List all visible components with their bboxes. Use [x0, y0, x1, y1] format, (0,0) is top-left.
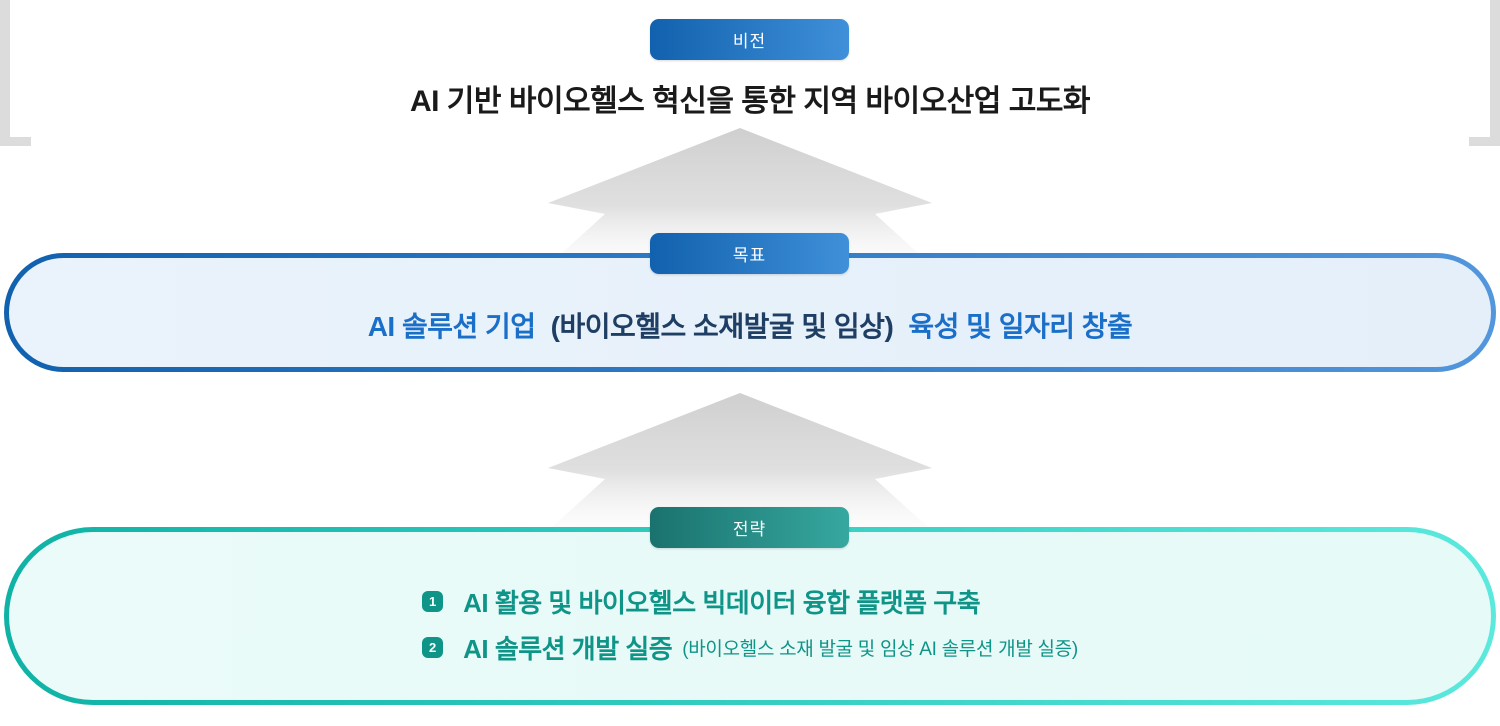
strategy-item-list: 1 AI 활용 및 바이오헬스 빅데이터 융합 플랫폼 구축 2 AI 솔루션 …	[422, 583, 1078, 666]
frame-bracket-left	[0, 0, 31, 146]
number-2-badge: 2	[422, 637, 444, 658]
strategy-item-2-text: AI 솔루션 개발 실증	[463, 634, 673, 664]
goal-text-paren: (바이오헬스 소재발굴 및 임상)	[550, 310, 894, 342]
strategy-item-1-text: AI 활용 및 바이오헬스 빅데이터 융합 플랫폼 구축	[463, 588, 981, 618]
number-1-badge: 1	[422, 591, 444, 612]
goal-badge: 목표	[650, 233, 849, 274]
goal-box-inner: AI 솔루션 기업 (바이오헬스 소재발굴 및 임상) 육성 및 일자리 창출	[9, 258, 1491, 367]
goal-text-tail: 육성 및 일자리 창출	[908, 310, 1133, 342]
strategy-item-2-note: (바이오헬스 소재 발굴 및 임상 AI 솔루션 개발 실증)	[682, 639, 1078, 660]
strategy-item-1: 1 AI 활용 및 바이오헬스 빅데이터 융합 플랫폼 구축	[422, 583, 1078, 620]
goal-text: AI 솔루션 기업 (바이오헬스 소재발굴 및 임상) 육성 및 일자리 창출	[368, 305, 1133, 345]
frame-bracket-right	[1469, 0, 1500, 146]
vision-title: AI 기반 바이오헬스 혁신을 통한 지역 바이오산업 고도화	[409, 85, 1091, 118]
strategy-item-2: 2 AI 솔루션 개발 실증 (바이오헬스 소재 발굴 및 임상 AI 솔루션 …	[422, 629, 1078, 666]
strategy-box: 1 AI 활용 및 바이오헬스 빅데이터 융합 플랫폼 구축 2 AI 솔루션 …	[4, 527, 1496, 705]
strategy-badge: 전략	[650, 507, 849, 548]
strategy-box-inner: 1 AI 활용 및 바이오헬스 빅데이터 융합 플랫폼 구축 2 AI 솔루션 …	[9, 532, 1491, 700]
goal-text-lead: AI 솔루션 기업	[367, 310, 536, 342]
vision-badge: 비전	[650, 19, 849, 60]
